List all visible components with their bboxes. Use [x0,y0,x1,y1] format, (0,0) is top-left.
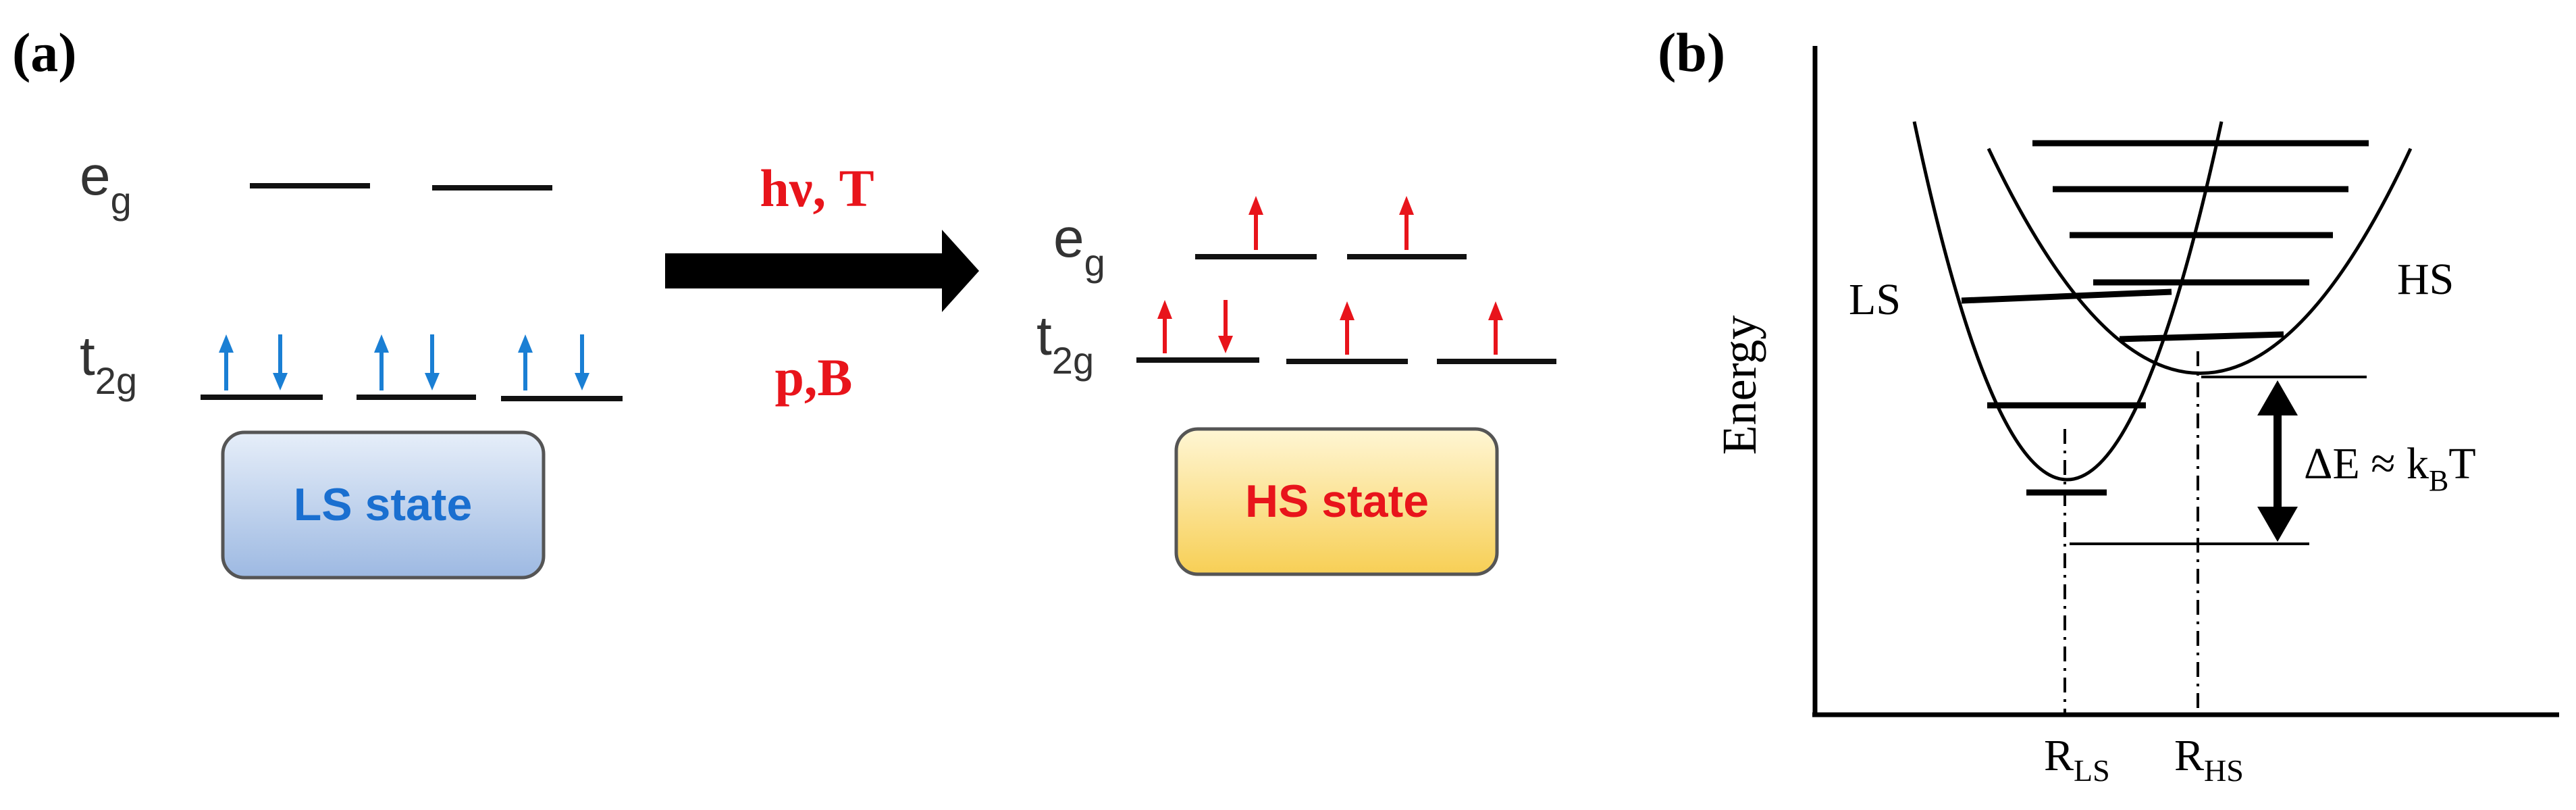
panel-a: (a) eg t2g LS state [12,22,1556,580]
y-axis-label: Energy [1712,315,1766,455]
panel-a-label: (a) [12,22,77,83]
hs-eg-label: eg [1053,207,1105,284]
hs-t2g-label: t2g [1036,305,1094,382]
panel-b: (b) Energy [1658,22,2559,788]
delta-e-arrow [2257,380,2298,542]
stimulus-bottom-label: p,B [775,348,853,407]
stimulus-top-label: hν, T [760,159,874,218]
panel-b-label: (b) [1658,22,1725,83]
ls-t2g-label: t2g [80,326,137,402]
hs-state-label: HS state [1245,476,1429,527]
hs-vibrational-levels [2032,140,2369,343]
ls-eg-label: eg [80,145,132,222]
delta-e-label: ΔE ≈ kBT [2304,439,2476,497]
r-hs-label: RHS [2174,731,2244,788]
ls-potential-curve [1912,121,2224,482]
ls-spin-arrows [219,334,589,390]
r-ls-label: RLS [2044,731,2110,788]
ls-state-label: LS state [294,479,473,530]
hs-curve-label: HS [2397,255,2454,304]
ls-curve-label: LS [1849,275,1901,324]
ls-vibrational-levels [1961,288,2172,496]
hs-spin-arrows [1157,196,1503,355]
hs-potential-curve [1987,147,2413,375]
hs-state-box: HS state [1174,427,1499,576]
ls-state-box: LS state [221,430,546,580]
transition-arrow [665,230,979,312]
